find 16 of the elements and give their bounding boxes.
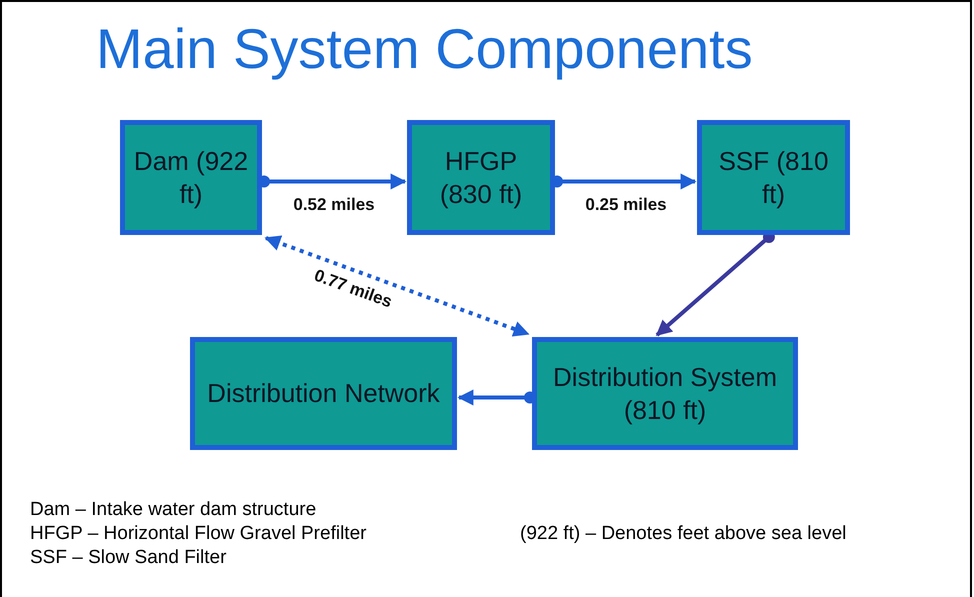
note-text: HFGP – Horizontal Flow Gravel Prefilter (30, 522, 366, 546)
note-text: SSF – Slow Sand Filter (30, 546, 226, 570)
process-box (120, 120, 262, 235)
process-box (697, 120, 850, 235)
title: Main System Components (96, 16, 753, 82)
process-box (532, 337, 798, 450)
note-text: Dam – Intake water dam structure (30, 498, 316, 522)
note-text: (922 ft) – Denotes feet above sea level (520, 522, 846, 546)
box-label: Dam (922 ft) (132, 144, 250, 210)
dotted-arrow (264, 235, 530, 337)
box-label: SSF (810 ft) (718, 144, 830, 210)
box-label: HFGP (830 ft) (438, 144, 524, 210)
box-label: Distribution System (810 ft) (552, 360, 778, 426)
process-box (190, 337, 457, 450)
process-box (407, 120, 555, 235)
box-label: Distribution Network (207, 377, 440, 410)
